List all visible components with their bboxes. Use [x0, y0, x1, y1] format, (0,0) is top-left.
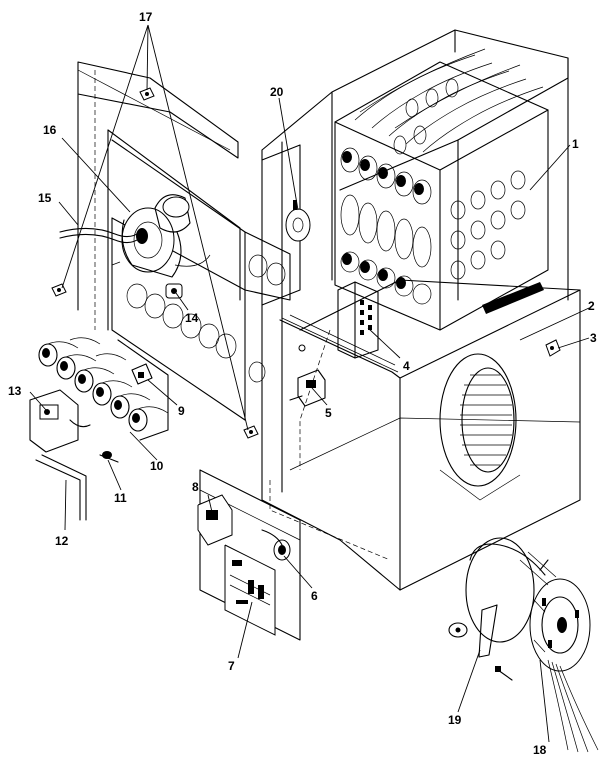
callout-10: 10 [150, 459, 164, 473]
pressure-switch [165, 283, 183, 299]
callout-4: 4 [403, 359, 410, 373]
callout-11: 11 [114, 491, 127, 505]
terminal-block [337, 281, 379, 359]
flame-sensor [281, 317, 399, 407]
cabinet-outline [261, 29, 581, 591]
callout-2: 2 [588, 299, 595, 313]
callout-6: 6 [311, 589, 318, 603]
callout-13: 13 [8, 384, 22, 398]
blower-motor [448, 537, 599, 753]
callout-16: 16 [43, 123, 57, 137]
callout-18: 18 [533, 743, 547, 757]
igniter-bracket [131, 363, 153, 385]
burner-manifold [29, 337, 169, 521]
callout-12: 12 [55, 534, 69, 548]
callout-19: 19 [448, 713, 462, 727]
callout-5: 5 [325, 406, 332, 420]
callout-3: 3 [590, 331, 597, 345]
fasteners [51, 87, 306, 439]
mounting-clip [545, 339, 561, 357]
callout-20: 20 [270, 85, 284, 99]
leader-lines [29, 24, 590, 743]
inducer-blower-assembly [111, 194, 211, 278]
callout-8: 8 [192, 480, 199, 494]
callout-9: 9 [178, 404, 185, 418]
callout-labels: 1 2 3 4 5 6 7 8 9 10 11 12 13 14 15 16 1… [8, 10, 597, 757]
heat-exchanger [334, 48, 549, 331]
control-board-area [197, 469, 301, 641]
pressure-hose [59, 227, 141, 244]
callout-7: 7 [228, 659, 235, 673]
callout-1: 1 [572, 137, 579, 151]
callout-15: 15 [38, 191, 52, 205]
callout-17: 17 [139, 10, 153, 24]
callout-14: 14 [185, 311, 199, 325]
inducer-mounting-panel [77, 61, 291, 460]
blower-housing [439, 353, 521, 501]
